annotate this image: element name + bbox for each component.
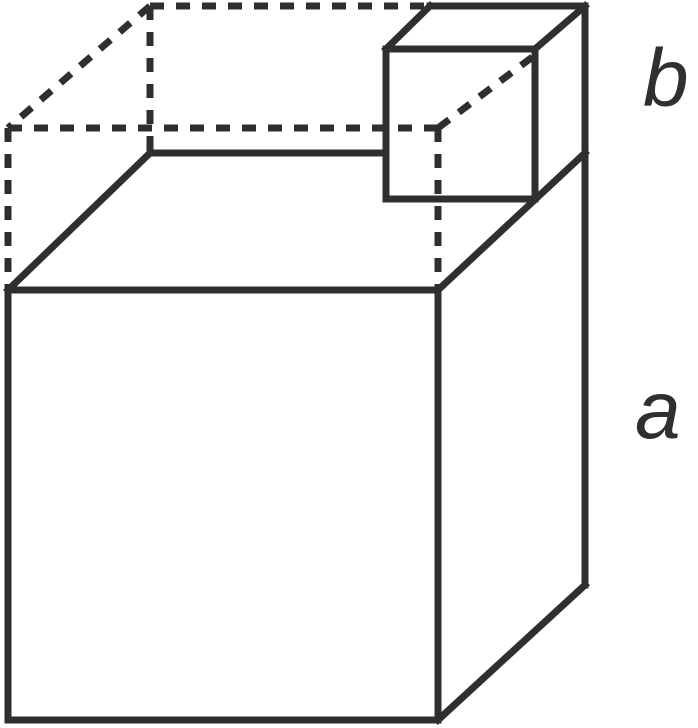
large-cube-top-right-edge (433, 148, 590, 295)
large-cube-front-face (4, 286, 442, 724)
large-cube-top-left-edge (3, 148, 155, 295)
edge-label-a: a (635, 365, 681, 456)
edge-label-b: b (643, 33, 689, 124)
hidden-small-cube-diagonal-edge (435, 52, 538, 131)
small-cube-top-right-edge (530, 1, 590, 54)
small-cube-front-face (382, 45, 539, 203)
small-cube (381, 1, 590, 203)
large-cube (3, 148, 590, 725)
small-cube-top-left-edge (381, 1, 435, 54)
hidden-top-left-diagonal-edge (5, 3, 153, 131)
large-cube-bottom-right-edge (433, 580, 590, 725)
hidden-edges (4, 2, 538, 290)
